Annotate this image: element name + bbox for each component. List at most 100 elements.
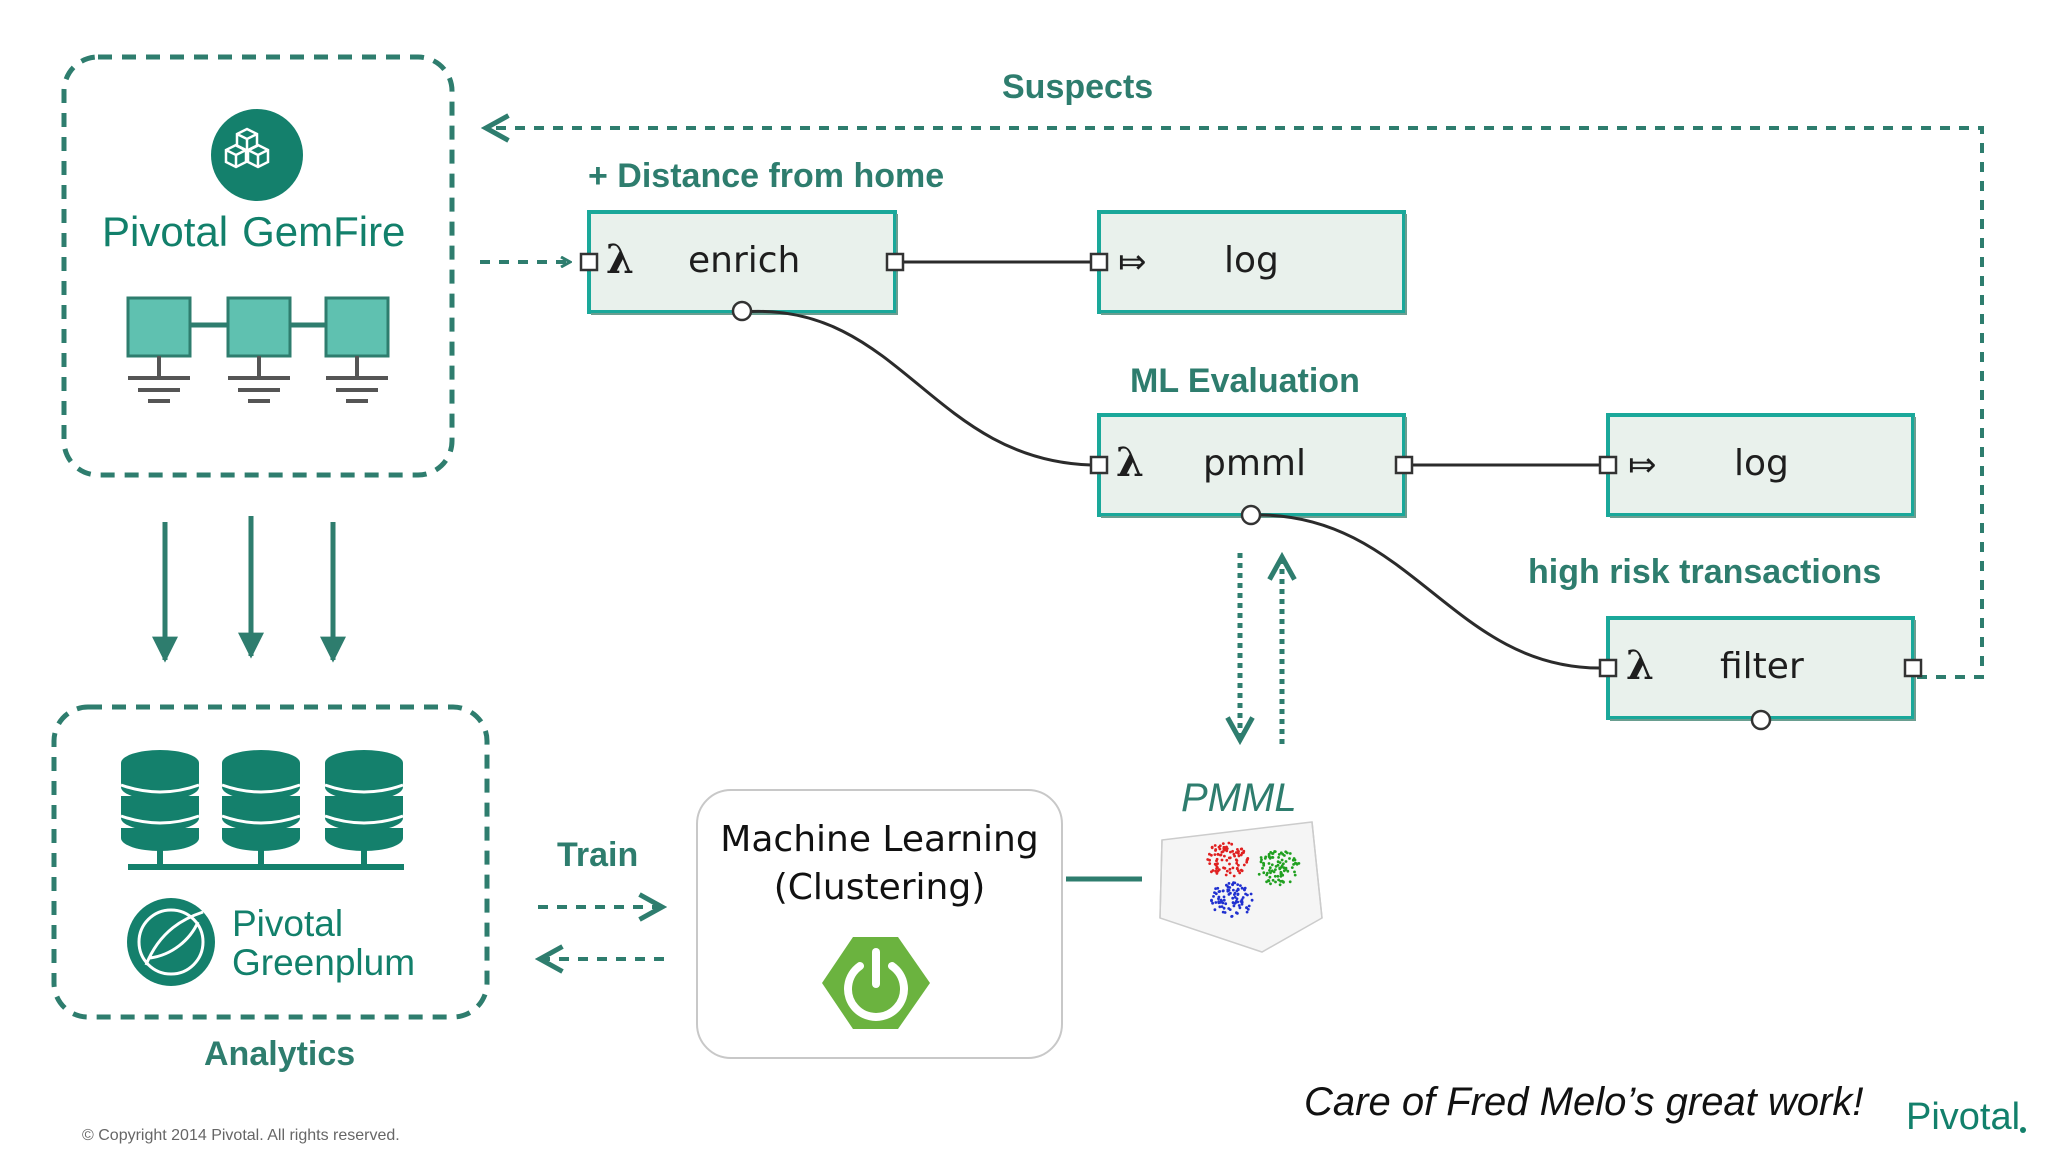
greenplum-container (51, 704, 490, 1020)
cluster-dot (1231, 849, 1234, 853)
cluster-dot (1214, 901, 1218, 904)
cluster-dot (1235, 866, 1239, 870)
database-icon (120, 750, 404, 870)
cluster-dot (1239, 847, 1243, 851)
cluster-dot (1288, 880, 1292, 884)
cluster-dot (1261, 866, 1264, 870)
cluster-dot (1293, 870, 1296, 874)
cluster-dot (1213, 844, 1217, 847)
cluster-dot (1227, 893, 1231, 896)
cluster-dot (1210, 846, 1214, 850)
cluster-dot (1239, 884, 1242, 887)
cluster-dot (1211, 901, 1214, 905)
cluster-dot (1213, 908, 1217, 912)
cluster-dot (1237, 850, 1240, 853)
cluster-dot (1215, 859, 1218, 863)
cluster-dot (1293, 873, 1297, 877)
cluster-dot (1220, 858, 1224, 862)
cluster-dot (1224, 902, 1228, 906)
cluster-dot (1228, 867, 1232, 871)
cluster-dot (1208, 858, 1211, 862)
cluster-dot (1280, 864, 1284, 868)
cluster-dot (1277, 856, 1280, 859)
cluster-dot (1242, 863, 1246, 867)
cluster-dot (1219, 898, 1223, 902)
cluster-dot (1210, 899, 1213, 903)
ml-box-title: Machine Learning (Clustering) (697, 816, 1062, 912)
ports (579, 252, 1923, 731)
cluster-dot (1290, 866, 1294, 869)
cluster-dot (1231, 883, 1234, 886)
cluster-dot (1214, 887, 1217, 891)
cluster-dot (1277, 878, 1280, 882)
cluster-dot (1225, 869, 1229, 873)
cluster-dot (1276, 860, 1280, 864)
cluster-dot (1282, 869, 1286, 873)
cluster-dot (1268, 875, 1272, 879)
cluster-dot (1232, 874, 1236, 878)
cluster-dot (1219, 853, 1223, 857)
cluster-dot (1224, 873, 1228, 877)
cluster-dot (1267, 879, 1271, 883)
cluster-dot (1271, 852, 1274, 855)
enrich-node-label: enrich (688, 240, 801, 281)
cluster-dot (1223, 854, 1226, 858)
cluster-dot (1227, 856, 1231, 860)
cluster-dot (1227, 841, 1231, 845)
cluster-dot (1284, 850, 1288, 854)
cluster-dot (1220, 905, 1224, 908)
cluster-dot (1208, 852, 1211, 856)
cluster-dot (1234, 851, 1238, 854)
cluster-dot (1225, 858, 1229, 862)
cluster-dot (1215, 867, 1218, 870)
filter-node-label: filter (1720, 646, 1804, 687)
cluster-dot (1212, 895, 1215, 898)
log2-arrow-icon: ⤇ (1628, 445, 1657, 485)
cluster-dot (1214, 863, 1218, 867)
cluster-dot (1214, 869, 1218, 873)
cluster-dot (1237, 863, 1240, 867)
cluster-dot (1245, 860, 1249, 864)
cluster-dot (1271, 856, 1275, 859)
cluster-dot (1278, 866, 1282, 870)
pivotal-logo-dot (2020, 1127, 2026, 1133)
cluster-dot (1235, 861, 1239, 865)
cluster-dot (1250, 898, 1254, 902)
cluster-dot (1238, 906, 1242, 910)
pmml-node-label: pmml (1203, 443, 1306, 484)
cluster-dot (1270, 863, 1274, 867)
cluster-dot (1235, 911, 1238, 915)
cluster-dot (1284, 866, 1288, 870)
cluster-dot (1273, 874, 1277, 878)
copyright-text: © Copyright 2014 Pivotal. All rights res… (82, 1127, 400, 1144)
cluster-dot (1222, 898, 1226, 902)
log1-arrow-icon: ⤇ (1118, 242, 1147, 282)
cluster-dot (1231, 866, 1235, 870)
cluster-dot (1231, 896, 1235, 900)
cluster-dot (1262, 864, 1266, 867)
gemfire-product: GemFire (242, 208, 406, 255)
distance-label: + Distance from home (588, 157, 945, 195)
pmml-lambda-icon: λ (1116, 439, 1145, 486)
cluster-dot (1284, 860, 1288, 863)
cluster-dot (1236, 893, 1240, 896)
cluster-dot (1274, 865, 1278, 868)
cluster-dot (1237, 904, 1241, 907)
cluster-dot (1227, 882, 1231, 885)
cluster-dot (1245, 906, 1249, 909)
cluster-dot (1267, 854, 1271, 858)
cluster-dot (1216, 886, 1220, 890)
cluster-dot (1218, 844, 1222, 848)
cluster-dot (1235, 859, 1239, 862)
greenplum-leaf-icon (127, 898, 215, 986)
cluster-dot (1268, 869, 1271, 872)
cluster-dot (1269, 871, 1272, 875)
cluster-dot (1276, 874, 1280, 878)
cluster-dot (1259, 860, 1263, 864)
cluster-dot (1230, 915, 1233, 918)
high-risk-label: high risk transactions (1528, 553, 1882, 591)
cluster-dot (1218, 847, 1222, 851)
gemfire-container (61, 54, 455, 478)
